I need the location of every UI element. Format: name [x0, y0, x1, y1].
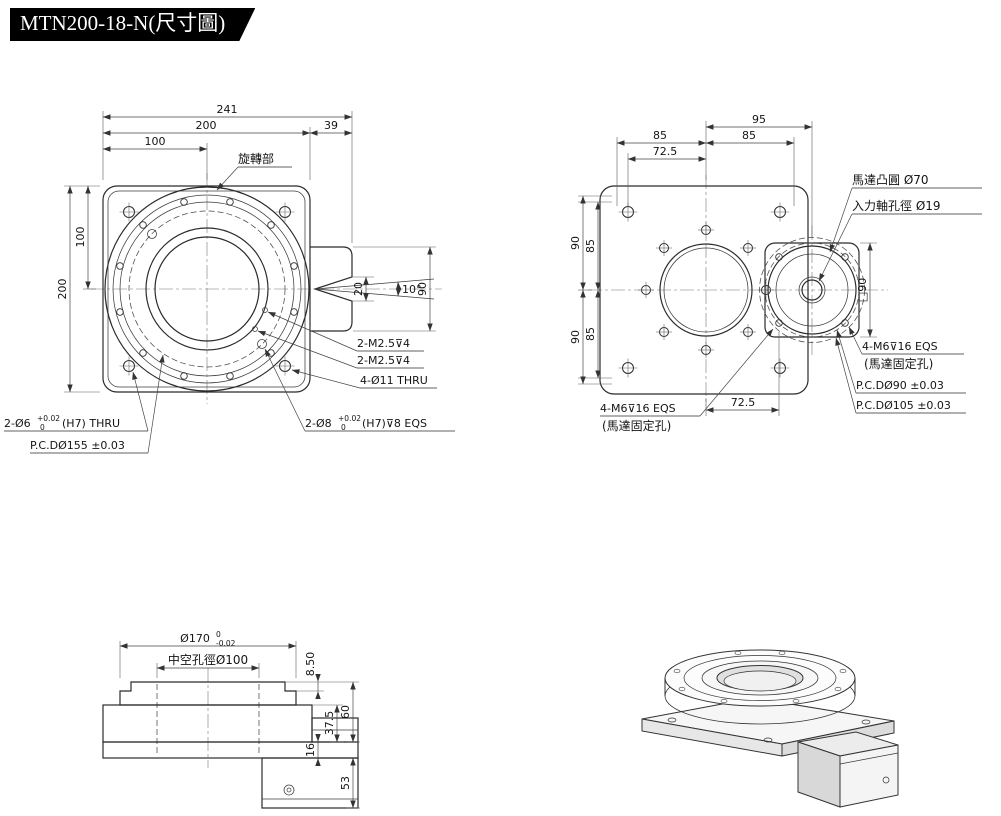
front-notch-dimensions: 20 90 10° [314, 246, 436, 332]
dim-85-left-lower: 85 [584, 327, 597, 341]
label-d8-tol-up: +0.02 [338, 414, 361, 423]
dim-8-50: 8.50 [304, 652, 317, 677]
label-4d11-thru: 4-Ø11 THRU [360, 374, 428, 387]
dim-60: 60 [339, 705, 352, 719]
label-d6-suffix: (H7) THRU [62, 417, 120, 430]
m25-hole-b [252, 326, 258, 332]
m25-hole-a [262, 307, 268, 313]
dim-square90: □90 [856, 278, 869, 302]
label-m6-right-1: 4-M6⊽16 EQS [862, 340, 938, 353]
dim-85-left-upper: 85 [584, 239, 597, 253]
rear-top-dimensions: 95 85 85 72.5 [616, 113, 813, 238]
iso-bolt-dots [673, 650, 847, 704]
rear-left-dimensions: 90 90 85 85 [569, 195, 612, 385]
section-top-dimensions: Ø170 0 -0.02 中空孔徑Ø100 [119, 630, 297, 678]
front-view: 241 200 39 100 100 200 [4, 103, 455, 454]
label-d6-prefix: 2-Ø6 [4, 417, 31, 430]
dim-100-left: 100 [74, 227, 87, 248]
label-pcd155: P.C.DØ155 ±0.03 [30, 439, 125, 452]
label-m6-left-2: (馬達固定孔) [602, 418, 671, 433]
label-pcd90: P.C.DØ90 ±0.03 [856, 379, 944, 392]
front-left-dimensions: 100 200 [56, 185, 100, 393]
label-m25-b: 2-M2.5⊽4 [357, 354, 410, 367]
front-callouts-left: 2-Ø6 +0.02 0 (H7) THRU P.C.DØ155 ±0.03 [4, 354, 165, 454]
rotating-part-callout: 旋轉部 [216, 151, 292, 191]
dim-53: 53 [339, 776, 352, 790]
dim-39: 39 [324, 119, 338, 132]
dim-d170-tol-up: 0 [216, 630, 221, 639]
square90-dimension: □90 [856, 242, 877, 338]
dim-20: 20 [352, 282, 365, 296]
front-callouts-right: 2-M2.5⊽4 2-M2.5⊽4 4-Ø11 THRU 2-Ø8 +0.02 … [257, 311, 455, 432]
section-view: Ø170 0 -0.02 中空孔徑Ø100 8.50 37.5 [102, 630, 360, 809]
dim-10deg: 10° [402, 283, 422, 296]
dim-37-5: 37.5 [323, 711, 336, 736]
dim-90: 90 [416, 282, 429, 296]
dim-90-left-lower: 90 [569, 330, 582, 344]
label-d8-suffix: (H7)⊽8 EQS [362, 417, 427, 430]
dim-90-left-upper: 90 [569, 236, 582, 250]
drawing-title: MTN200-18-N(尺寸圖) [10, 8, 255, 41]
dim-16: 16 [304, 743, 317, 757]
dim-95: 95 [752, 113, 766, 126]
dim-72-5-top: 72.5 [653, 145, 678, 158]
rear-bottom-dimension: 72.5 [705, 332, 780, 416]
label-input-shaft: 入力軸孔徑 Ø19 [852, 199, 941, 213]
pin-hole-d8-b [147, 229, 157, 239]
dim-d170-tol-dn: -0.02 [216, 639, 236, 648]
label-d6-tol-up: +0.02 [37, 414, 60, 423]
label-motor-boss: 馬達凸圓 Ø70 [852, 173, 929, 187]
dim-241: 241 [217, 103, 238, 116]
dim-72-5-bottom: 72.5 [731, 396, 756, 409]
dim-100-top: 100 [145, 135, 166, 148]
label-m6-left-1: 4-M6⊽16 EQS [600, 402, 676, 415]
rear-callouts: 馬達凸圓 Ø70 入力軸孔徑 Ø19 4-M6⊽16 EQS (馬達固定孔) P… [600, 173, 982, 433]
label-pcd105: P.C.DØ105 ±0.03 [856, 399, 951, 412]
label-d8-prefix: 2-Ø8 [305, 417, 332, 430]
dim-d170: Ø170 [180, 632, 210, 645]
dim-200-top: 200 [196, 119, 217, 132]
dim-200-left: 200 [56, 279, 69, 300]
pin-hole-d8 [257, 339, 267, 349]
label-d8-tol-dn: 0 [341, 423, 346, 432]
dim-85-top-right: 85 [742, 129, 756, 142]
rear-view: 95 85 85 72.5 90 90 85 [569, 113, 982, 433]
label-hollow-bore: 中空孔徑Ø100 [168, 652, 248, 667]
label-m6-right-2: (馬達固定孔) [864, 356, 933, 371]
rotating-part-label: 旋轉部 [238, 151, 274, 166]
section-right-dimensions: 8.50 37.5 60 16 53 [285, 652, 360, 809]
isometric-view [641, 649, 899, 808]
label-m25-a: 2-M2.5⊽4 [357, 337, 410, 350]
dim-85-top-left: 85 [653, 129, 667, 142]
motor-flange [759, 237, 865, 343]
front-top-dimensions: 241 200 39 100 [102, 103, 353, 243]
label-d6-tol-dn: 0 [40, 423, 45, 432]
